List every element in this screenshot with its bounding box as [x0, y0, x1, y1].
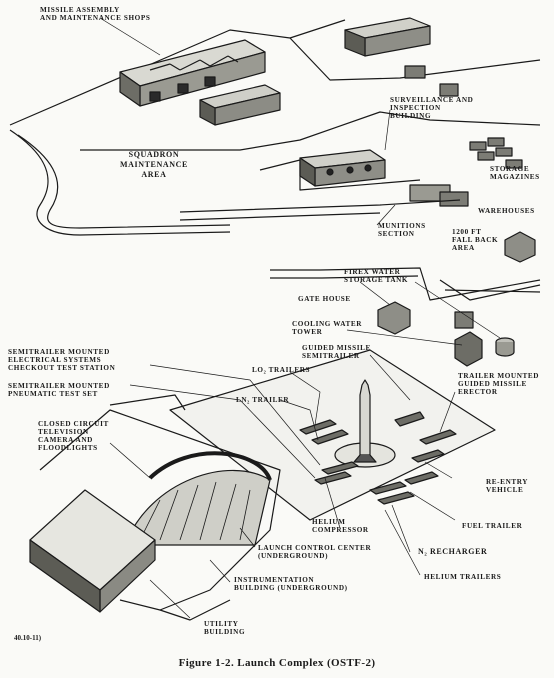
- label-line: MAINTENANCE: [120, 160, 188, 169]
- label-line: CHECKOUT TEST STATION: [8, 364, 116, 372]
- label-line: AREA: [141, 170, 167, 179]
- label-line: LAUNCH CONTROL CENTER: [258, 544, 372, 552]
- label-fallback-area: 1200 FT FALL BACK AREA: [452, 228, 498, 252]
- label-line: LN₂ TRAILER: [236, 396, 290, 404]
- figure-caption: Figure 1-2. Launch Complex (OSTF-2): [178, 657, 376, 669]
- label-helium-compressor: HELIUM COMPRESSOR: [312, 518, 369, 534]
- label-line: VEHICLE: [486, 486, 524, 494]
- label-ln2-trailer: LN₂ TRAILER: [236, 396, 289, 404]
- road-squadron: [9, 129, 231, 236]
- label-line: STORAGE: [490, 165, 530, 173]
- label-lo2-trailers: LO₂ TRAILERS: [252, 366, 310, 374]
- storage-magazines: [469, 137, 523, 169]
- missile-assembly-shops: [119, 39, 266, 107]
- label-line: HELIUM: [312, 518, 346, 526]
- label-line: AND MAINTENANCE SHOPS: [40, 14, 151, 22]
- label-line: AREA: [452, 244, 475, 252]
- label-line: GATE HOUSE: [298, 295, 351, 303]
- label-line: ELECTRICAL SYSTEMS: [8, 356, 102, 364]
- label-line: 1200 FT: [452, 228, 482, 236]
- label-line: STORAGE TANK: [344, 276, 409, 284]
- label-line: BUILDING: [390, 112, 432, 120]
- label-n2-recharger: N₂ RECHARGER: [418, 548, 487, 556]
- leader-lines: [99, 17, 501, 619]
- label-line: SQUADRON: [128, 150, 180, 159]
- label-line: TELEVISION: [38, 428, 89, 436]
- label-line: GUIDED MISSILE: [458, 380, 527, 388]
- label-helium-trailers: HELIUM TRAILERS: [424, 573, 501, 581]
- warehouses: [409, 184, 469, 207]
- shop-annex: [199, 84, 281, 126]
- label-line: CLOSED CIRCUIT: [38, 420, 109, 428]
- label-line: (UNDERGROUND): [258, 552, 329, 560]
- label-line: ERECTOR: [458, 388, 498, 396]
- label-line: BUILDING: [204, 628, 246, 636]
- label-gate-house: GATE HOUSE: [298, 295, 351, 303]
- label-utility-building: UTILITY BUILDING: [204, 620, 245, 636]
- label-cctv: CLOSED CIRCUIT TELEVISION CAMERA AND FLO…: [38, 420, 109, 452]
- label-line: INSPECTION: [390, 104, 441, 112]
- label-line: INSTRUMENTATION: [234, 576, 315, 584]
- label-launch-control-center: LAUNCH CONTROL CENTER (UNDERGROUND): [258, 544, 371, 560]
- figure-code: 40.10-11): [14, 634, 42, 642]
- label-line: LO₂ TRAILERS: [252, 366, 311, 374]
- label-cooling-tower: COOLING WATER TOWER: [292, 320, 362, 336]
- cooling-tower: [454, 331, 483, 367]
- label-line: BUILDING (UNDERGROUND): [234, 584, 348, 592]
- label-line: MUNITIONS: [378, 222, 426, 230]
- label-line: PNEUMATIC TEST SET: [8, 390, 98, 398]
- label-missile-assembly-shops: MISSILE ASSEMBLY AND MAINTENANCE SHOPS: [40, 6, 150, 22]
- label-line: COOLING WATER: [292, 320, 363, 328]
- gate-house: [377, 301, 411, 335]
- label-line: CAMERA AND: [38, 436, 93, 444]
- label-semitrailer-electrical: SEMITRAILER MOUNTED ELECTRICAL SYSTEMS C…: [8, 348, 115, 372]
- label-line: GUIDED MISSILE: [302, 344, 371, 352]
- surveillance-building: [299, 149, 386, 187]
- label-line: COMPRESSOR: [312, 526, 369, 534]
- label-line: SEMITRAILER MOUNTED: [8, 382, 110, 390]
- utility-building: [29, 489, 156, 613]
- label-line: SEMITRAILER: [302, 352, 360, 360]
- top-right-building: [344, 17, 431, 57]
- label-line: UTILITY: [204, 620, 239, 628]
- label-munitions-section: MUNITIONS SECTION: [378, 222, 426, 238]
- label-line: TOWER: [292, 328, 323, 336]
- label-instrumentation-building: INSTRUMENTATION BUILDING (UNDERGROUND): [234, 576, 348, 592]
- label-line: FUEL TRAILER: [462, 522, 523, 530]
- pad-trailers: [299, 411, 457, 505]
- label-line: FLOODLIGHTS: [38, 444, 98, 452]
- missile: [353, 379, 377, 463]
- label-reentry-vehicle: RE-ENTRY VEHICLE: [486, 478, 528, 494]
- label-line: SEMITRAILER MOUNTED: [8, 348, 110, 356]
- label-guided-missile-semitrailer: GUIDED MISSILE SEMITRAILER: [302, 344, 371, 360]
- label-storage-magazines: STORAGE MAGAZINES: [490, 165, 540, 181]
- launch-control-mound: [124, 451, 272, 546]
- label-line: N₂ RECHARGER: [418, 547, 488, 556]
- label-line: MAGAZINES: [490, 173, 540, 181]
- label-line: HELIUM TRAILERS: [424, 573, 502, 581]
- label-line: FALL BACK: [452, 236, 499, 244]
- label-squadron-area: SQUADRON MAINTENANCE AREA: [120, 150, 188, 180]
- label-line: RE-ENTRY: [486, 478, 529, 486]
- label-surveillance-building: SURVEILLANCE AND INSPECTION BUILDING: [390, 96, 473, 120]
- fallback-building: [504, 231, 536, 263]
- label-line: TRAILER MOUNTED: [458, 372, 540, 380]
- firex-tank: [495, 337, 515, 357]
- label-fuel-trailer: FUEL TRAILER: [462, 522, 522, 530]
- label-line: MISSILE ASSEMBLY: [40, 6, 120, 14]
- label-line: FIREX WATER: [344, 268, 401, 276]
- label-semitrailer-pneumatic: SEMITRAILER MOUNTED PNEUMATIC TEST SET: [8, 382, 110, 398]
- label-line: SECTION: [378, 230, 415, 238]
- label-line: SURVEILLANCE AND: [390, 96, 474, 104]
- label-warehouses: WAREHOUSES: [478, 207, 535, 215]
- label-line: WAREHOUSES: [478, 207, 535, 215]
- label-firex-tank: FIREX WATER STORAGE TANK: [344, 268, 408, 284]
- label-erector: TRAILER MOUNTED GUIDED MISSILE ERECTOR: [458, 372, 539, 396]
- road-to-pad: [270, 267, 541, 301]
